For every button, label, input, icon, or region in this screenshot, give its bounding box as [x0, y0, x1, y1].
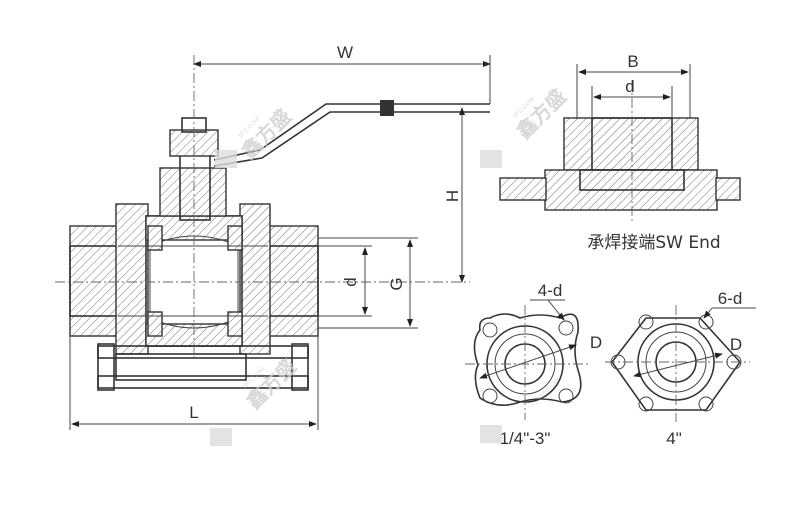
flange-6-bolt: 6-d D 4" — [605, 289, 756, 448]
right-flange — [239, 203, 271, 355]
dim-d-body: d — [341, 277, 360, 286]
dim-W: W — [337, 43, 353, 62]
left-end-cap — [69, 225, 119, 337]
dimension-lines: W H d G L — [69, 43, 491, 430]
dim-L: L — [189, 403, 198, 422]
valve-side-view — [55, 55, 490, 391]
dim-d-sw: d — [625, 77, 634, 96]
dim-G: G — [387, 277, 406, 290]
flange-4-bolt: 4-d D 1/4"-3" — [465, 281, 602, 448]
dim-B: B — [627, 52, 638, 71]
sw-end-section: B d 承焊接端SW End — [499, 52, 741, 253]
dim-H: H — [443, 190, 462, 202]
label-size-large: 4" — [666, 429, 682, 448]
label-D-right: D — [730, 335, 742, 354]
right-end-cap — [267, 225, 319, 337]
sw-end-caption: 承焊接端SW End — [587, 233, 720, 253]
left-flange — [115, 203, 149, 355]
label-4-d: 4-d — [538, 281, 563, 300]
stem-housing — [159, 167, 227, 217]
label-size-small: 1/4"-3" — [500, 429, 551, 448]
label-D-left: D — [590, 333, 602, 352]
label-6-d: 6-d — [718, 289, 743, 308]
